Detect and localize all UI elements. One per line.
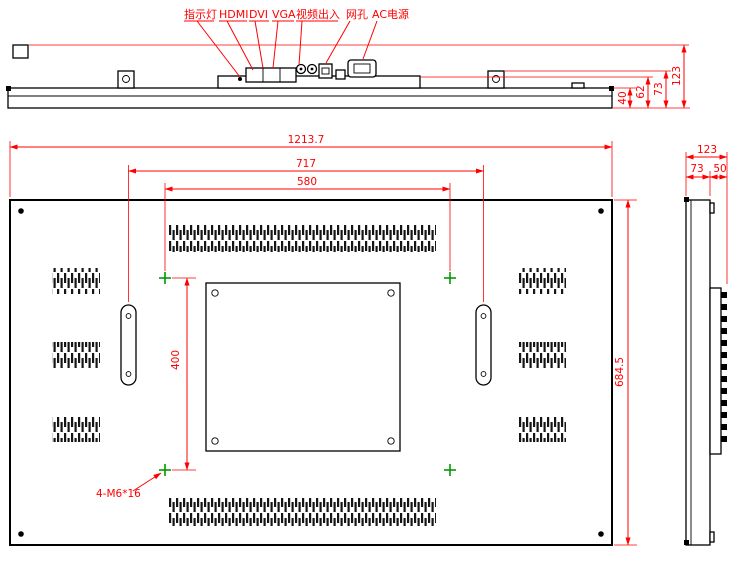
vent-block [518, 342, 566, 368]
vesa-screw [387, 437, 395, 445]
dim-mount-screw-note: 4-M6*16 [96, 488, 141, 500]
dim-rear-width: 1213.7 [288, 134, 325, 146]
rear-notch [571, 82, 585, 89]
left-ear-hole [122, 75, 130, 83]
vesa-plate [205, 282, 401, 452]
vent-block [168, 498, 436, 526]
label-hdmi: HDMI [219, 8, 248, 21]
label-net-port: 网孔 [346, 8, 368, 21]
indicator-led [238, 77, 242, 81]
port-cluster [245, 67, 297, 83]
corner-screw [18, 208, 24, 214]
aux-port [335, 69, 346, 80]
vent-areas [52, 224, 566, 526]
corner-grip [609, 86, 614, 91]
side-view-dimensions: 123 73 50 [685, 144, 728, 284]
vent-block [52, 342, 100, 368]
side-view [684, 197, 727, 546]
corner-grip [684, 197, 689, 202]
right-ear [487, 70, 505, 89]
label-vga: VGA [272, 8, 296, 21]
mount-hole-marks [159, 272, 456, 476]
vent-block [168, 224, 436, 252]
top-view-body [7, 87, 613, 109]
label-ac-power: AC电源 [372, 7, 409, 21]
ac-inlet [347, 59, 377, 78]
dim-mount-width: 580 [297, 176, 317, 188]
left-handle [120, 304, 137, 386]
left-ear [117, 70, 135, 89]
vent-block [518, 416, 566, 442]
right-handle [475, 304, 492, 386]
label-dvi: DVI [249, 8, 268, 21]
wall-bracket-top [12, 44, 29, 59]
lan-port [318, 63, 333, 79]
corner-grip [684, 540, 689, 545]
dim-top-section-depth: 62 [635, 85, 647, 98]
side-bottom-tab [709, 531, 715, 543]
side-body [685, 199, 711, 546]
vesa-screw [387, 289, 395, 297]
side-bracket [709, 287, 722, 455]
vent-block [518, 268, 566, 294]
dim-top-ear-depth: 73 [653, 82, 665, 95]
right-ear-hole [492, 75, 500, 83]
top-view-leaders [184, 20, 378, 78]
dim-rear-height: 684.5 [614, 357, 626, 387]
connector-ports [238, 59, 377, 83]
side-top-tab [709, 202, 715, 214]
corner-grip [6, 86, 11, 91]
vent-block [52, 416, 100, 442]
bracket-teeth [721, 292, 727, 442]
dim-side-total-depth: 123 [697, 144, 717, 156]
vesa-screw [211, 437, 219, 445]
top-view-dimensions: 40 62 73 123 [29, 44, 690, 109]
top-view-labels: 指示灯 HDMI DVI VGA 视频出入 网孔 AC电源 [184, 7, 409, 21]
dim-mount-height: 400 [170, 350, 182, 370]
dim-side-bracket-depth: 50 [713, 163, 726, 175]
corner-screw [18, 531, 24, 537]
rear-view [9, 199, 613, 546]
rear-view-dimensions: 1213.7 717 580 400 684.5 4-M6*16 [9, 134, 637, 546]
corner-screw [598, 531, 604, 537]
dim-top-body-depth: 40 [617, 91, 629, 104]
label-indicator: 指示灯 [184, 7, 217, 21]
vesa-screw [211, 289, 219, 297]
corner-screw [598, 208, 604, 214]
dim-handle-span: 717 [296, 158, 316, 170]
dim-side-body-depth: 73 [690, 163, 703, 175]
vent-block [52, 268, 100, 294]
label-video-io: 视频出入 [296, 7, 340, 21]
dim-top-total-depth: 123 [671, 66, 683, 86]
top-view [6, 44, 614, 109]
